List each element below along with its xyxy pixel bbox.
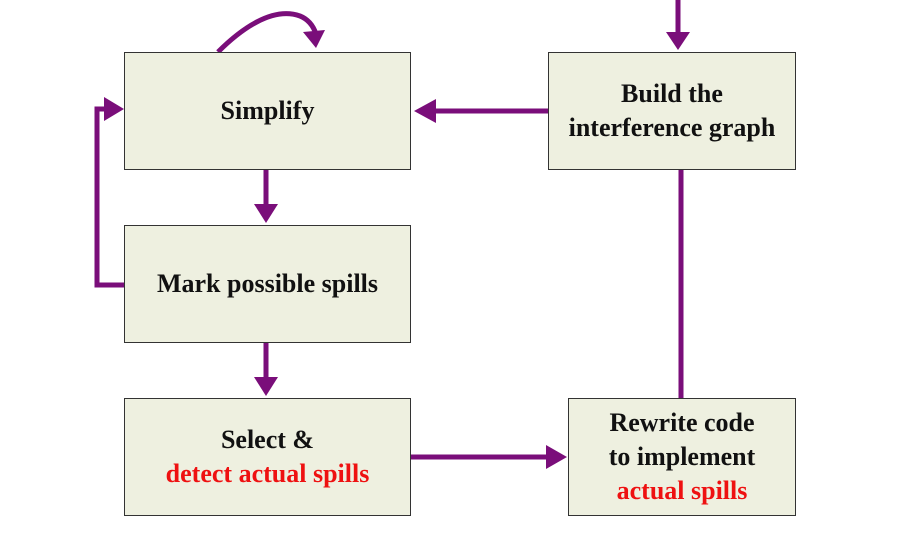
node-rewrite-label-line2: to implement <box>608 442 756 471</box>
arrowhead <box>254 204 278 223</box>
arrowhead <box>254 377 278 396</box>
node-mark-label: Mark possible spills <box>156 269 379 298</box>
arrowhead <box>546 445 567 469</box>
arrowhead <box>414 99 436 123</box>
node-simplify-label: Simplify <box>220 96 315 125</box>
node-build-interference-graph: Build the interference graph <box>548 52 796 170</box>
node-rewrite-label-line1: Rewrite code <box>609 408 755 437</box>
arrowhead <box>303 30 325 48</box>
node-mark-possible-spills: Mark possible spills <box>124 225 411 343</box>
node-select-label-line2: detect actual spills <box>165 459 370 488</box>
node-rewrite-code: Rewrite code to implement actual spills <box>568 398 796 516</box>
node-select-label-line1: Select & <box>220 425 315 454</box>
node-build-label-line2: interference graph <box>568 113 776 142</box>
node-build-label-line1: Build the <box>621 79 723 108</box>
arrowhead <box>666 32 690 50</box>
arrowhead <box>104 97 124 121</box>
node-simplify: Simplify <box>124 52 411 170</box>
edge-simplify-self-loop <box>216 11 319 54</box>
node-select-detect-spills: Select & detect actual spills <box>124 398 411 516</box>
edge-mark-to-simplify <box>94 106 124 288</box>
node-rewrite-label-line3: actual spills <box>616 476 748 505</box>
